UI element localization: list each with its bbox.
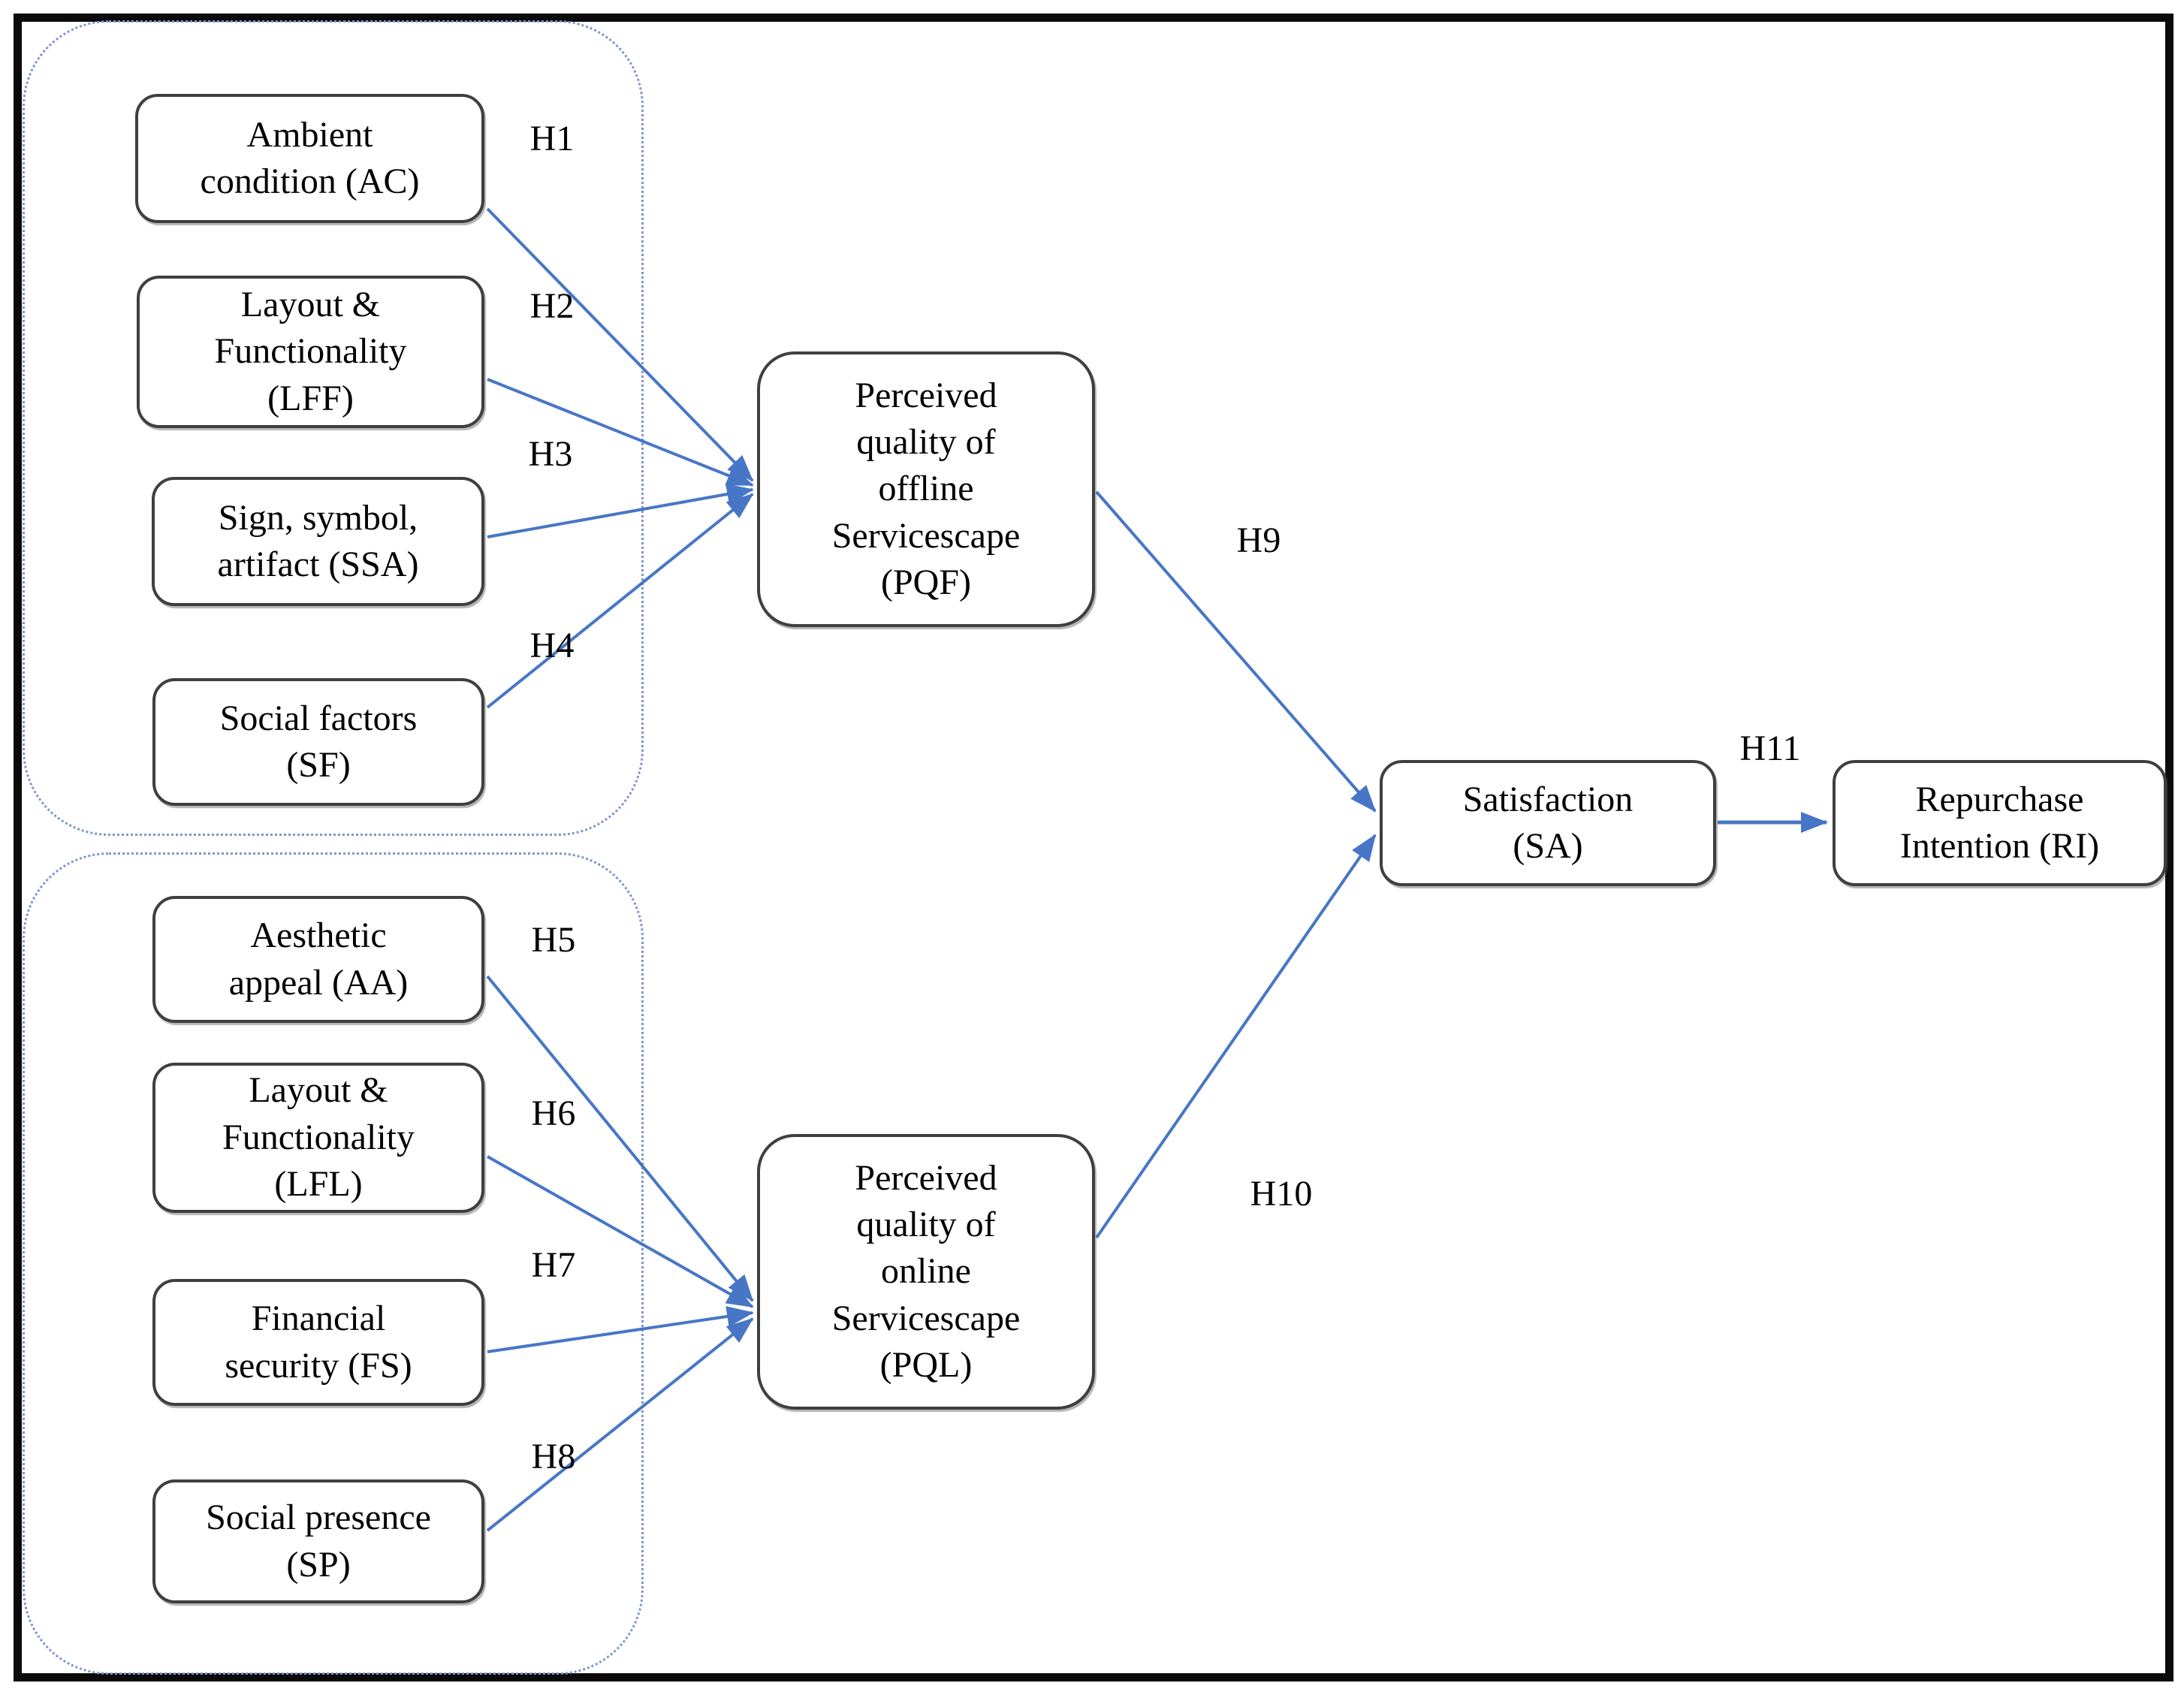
node-layout-functionality-offline: Layout & Functionality (LFF) <box>137 276 484 428</box>
online-servicescape-group <box>23 852 644 1675</box>
hypothesis-label-h8: H8 <box>531 1437 576 1476</box>
hypothesis-label-h3: H3 <box>528 434 573 474</box>
arrow-h2 <box>487 378 754 487</box>
node-perceived-quality-offline: Perceived quality of offline Servicescap… <box>757 351 1095 627</box>
node-label: Aesthetic appeal (AA) <box>228 915 409 1003</box>
hypothesis-label-h4: H4 <box>529 626 575 665</box>
node-financial-security: Financial security (FS) <box>152 1279 484 1406</box>
node-social-factors: Social factors (SF) <box>152 678 484 806</box>
arrow-h7 <box>487 1306 754 1353</box>
hypothesis-label-h5: H5 <box>531 920 576 960</box>
node-label: Ambient condition (AC) <box>200 114 420 201</box>
arrow-h4 <box>486 493 754 709</box>
node-label: Layout & Functionality (LFL) <box>222 1070 415 1205</box>
offline-servicescape-group <box>23 20 644 836</box>
arrow-h9 <box>1095 490 1377 813</box>
hypothesis-label-h6: H6 <box>531 1093 576 1133</box>
node-satisfaction: Satisfaction (SA) <box>1380 760 1716 886</box>
node-label: Layout & Functionality (LFF) <box>214 284 407 418</box>
arrow-h1 <box>486 207 754 482</box>
arrow-h10 <box>1095 834 1377 1239</box>
node-label: Social presence (SP) <box>206 1497 431 1585</box>
arrow-h5 <box>486 975 754 1302</box>
node-label: Sign, symbol, artifact (SSA) <box>217 497 419 584</box>
arrow-h8 <box>486 1317 754 1532</box>
node-label: Social factors (SF) <box>219 698 418 785</box>
hypothesis-label-h2: H2 <box>529 286 575 326</box>
outer-frame <box>14 14 2173 1681</box>
node-repurchase-intention: Repurchase Intention (RI) <box>1833 760 2167 886</box>
node-sign-symbol-artifact: Sign, symbol, artifact (SSA) <box>152 477 484 606</box>
node-label: Repurchase Intention (RI) <box>1899 779 2100 866</box>
node-layout-functionality-online: Layout & Functionality (LFL) <box>152 1063 484 1213</box>
hypothesis-label-h1: H1 <box>529 119 575 158</box>
node-social-presence: Social presence (SP) <box>152 1479 484 1603</box>
node-ambient-condition: Ambient condition (AC) <box>135 94 484 223</box>
node-aesthetic-appeal: Aesthetic appeal (AA) <box>152 896 484 1023</box>
node-perceived-quality-online: Perceived quality of online Servicescape… <box>757 1134 1095 1410</box>
node-label: Perceived quality of online Servicescape… <box>831 1157 1021 1386</box>
node-label: Financial security (FS) <box>225 1298 412 1386</box>
node-label: Perceived quality of offline Servicescap… <box>831 375 1021 603</box>
arrow-h3 <box>487 484 754 538</box>
hypothesis-label-h9: H9 <box>1236 520 1281 560</box>
hypothesis-label-h11: H11 <box>1739 728 1801 768</box>
arrow-h6 <box>487 1155 754 1308</box>
node-label: Satisfaction (SA) <box>1462 779 1633 866</box>
hypothesis-label-h7: H7 <box>531 1245 576 1285</box>
hypothesis-label-h10: H10 <box>1250 1174 1313 1214</box>
